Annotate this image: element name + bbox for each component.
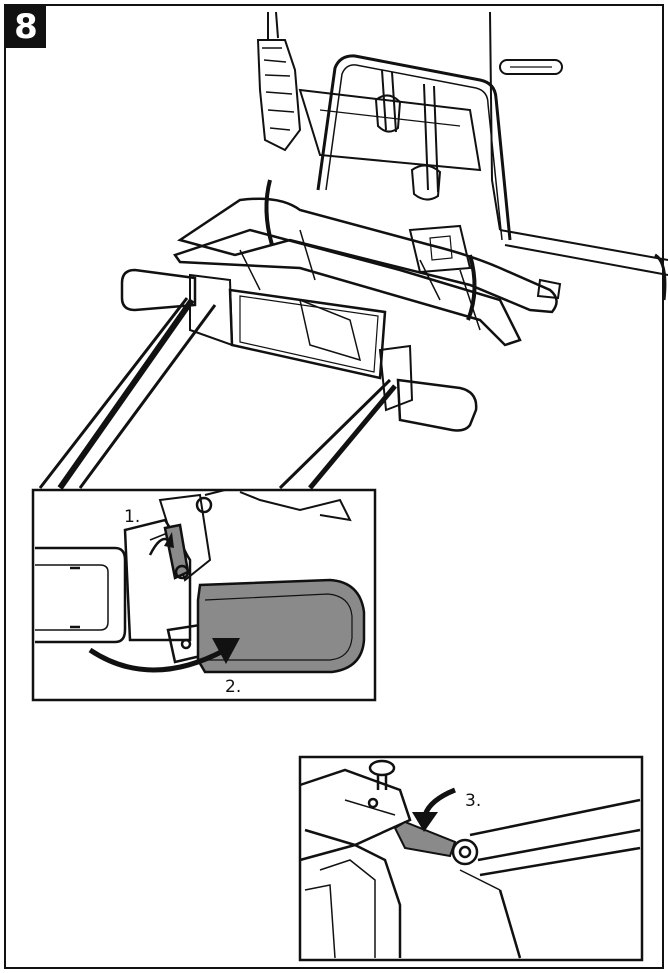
van-rear (256, 11, 668, 301)
callout-step-1: 1. (124, 507, 140, 527)
detail-box-1: 1. 2. (31, 488, 377, 702)
zoom-cone (38, 297, 397, 490)
lock-lever-highlight (393, 820, 457, 858)
press-arrow (148, 537, 169, 556)
bike-carrier (120, 54, 562, 432)
detail-box-2: 3. (298, 755, 644, 962)
rotate-arrow (88, 647, 227, 673)
step-number-badge: 8 (6, 6, 46, 48)
page-frame (4, 4, 664, 969)
callout-step-3: 3. (465, 791, 481, 811)
tail-light-highlight (196, 578, 366, 674)
callout-step-2: 2. (225, 677, 241, 697)
